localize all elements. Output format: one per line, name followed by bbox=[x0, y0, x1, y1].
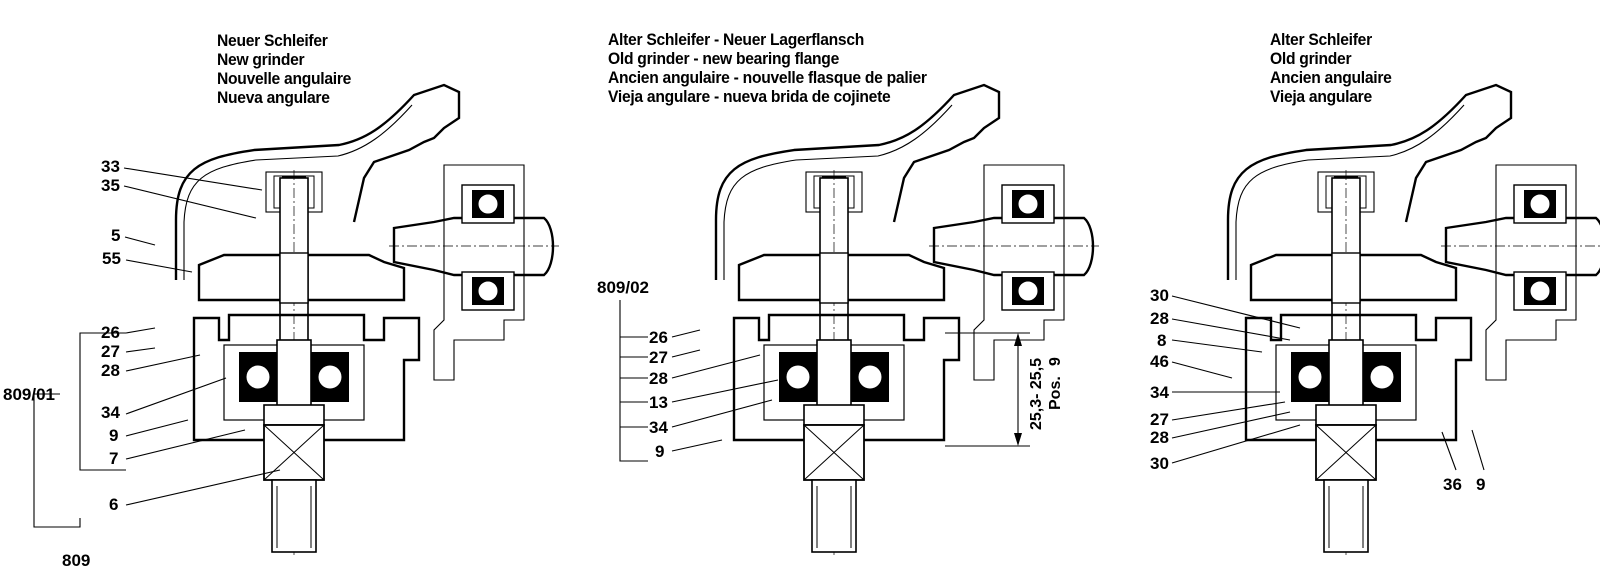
callout: 8 bbox=[1157, 331, 1166, 350]
callout: 5 bbox=[111, 226, 120, 245]
leaders-new-grinder bbox=[33, 167, 281, 528]
heading-line: Ancien angulaire bbox=[1270, 68, 1392, 87]
callout-kit: 809/02 bbox=[597, 278, 649, 297]
callout: 33 bbox=[101, 157, 120, 176]
callout: 26 bbox=[649, 328, 668, 347]
callout: 34 bbox=[101, 403, 120, 422]
callout: 9 bbox=[1476, 475, 1485, 494]
callout: 28 bbox=[1150, 428, 1169, 447]
callouts-old-grinder: 30 28 8 46 34 27 28 30 36 9 bbox=[1150, 286, 1485, 494]
heading-line: Nueva angulare bbox=[217, 88, 330, 107]
heading-old-grinder: Alter Schleifer Old grinder Ancien angul… bbox=[1270, 30, 1392, 106]
heading-line: Alter Schleifer bbox=[1270, 30, 1372, 49]
dimension-pos-prefix: Pos. bbox=[1047, 376, 1064, 410]
callout: 36 bbox=[1443, 475, 1462, 494]
callout: 27 bbox=[649, 348, 668, 367]
callout: 46 bbox=[1150, 352, 1169, 371]
callout: 9 bbox=[109, 426, 118, 445]
callout: 30 bbox=[1150, 454, 1169, 473]
callout: 55 bbox=[102, 249, 121, 268]
callout: 28 bbox=[101, 361, 120, 380]
heading-line: Vieja angulare - nueva brida de cojinete bbox=[608, 87, 891, 106]
callout: 13 bbox=[649, 393, 668, 412]
callout: 9 bbox=[655, 442, 664, 461]
callout: 28 bbox=[649, 369, 668, 388]
assembly-new-grinder bbox=[174, 83, 561, 557]
heading-new-grinder: Neuer Schleifer New grinder Nouvelle ang… bbox=[217, 31, 351, 107]
callout: 27 bbox=[101, 342, 120, 361]
callout: 35 bbox=[101, 176, 120, 195]
dimension-value: 25,3- 25,5 bbox=[1028, 358, 1045, 430]
callout: 26 bbox=[101, 323, 120, 342]
assembly-old-grinder-new-flange bbox=[714, 83, 1101, 557]
callout: 34 bbox=[649, 418, 668, 437]
callout-kit: 809 bbox=[62, 551, 90, 570]
heading-line: Nouvelle angulaire bbox=[217, 69, 352, 88]
callout: 28 bbox=[1150, 309, 1169, 328]
heading-line: Old grinder bbox=[1270, 49, 1352, 68]
leaders-old-grinder bbox=[1171, 295, 1485, 471]
leaders-old-grinder-new-flange bbox=[619, 300, 1030, 462]
callout: 30 bbox=[1150, 286, 1169, 305]
callout: 34 bbox=[1150, 383, 1169, 402]
heading-line: Vieja angulare bbox=[1270, 87, 1372, 106]
dimension-pos-value: 9 bbox=[1047, 357, 1064, 366]
heading-line: Ancien angulaire - nouvelle flasque de p… bbox=[608, 68, 927, 87]
callout: 6 bbox=[109, 495, 118, 514]
callouts-new-grinder: 33 35 5 55 26 27 28 809/01 34 9 7 6 809 bbox=[3, 157, 121, 570]
callouts-old-grinder-new-flange: 809/02 26 27 28 13 34 9 25,3- 25,5 Pos. … bbox=[597, 278, 1064, 461]
heading-line: New grinder bbox=[217, 50, 305, 69]
callout: 27 bbox=[1150, 410, 1169, 429]
heading-line: Alter Schleifer - Neuer Lagerflansch bbox=[608, 30, 865, 49]
callout-kit: 809/01 bbox=[3, 385, 55, 404]
heading-line: Old grinder - new bearing flange bbox=[608, 49, 840, 68]
assembly-old-grinder bbox=[1226, 83, 1600, 557]
heading-line: Neuer Schleifer bbox=[217, 31, 328, 50]
callout: 7 bbox=[109, 449, 118, 468]
heading-old-grinder-new-flange: Alter Schleifer - Neuer Lagerflansch Old… bbox=[608, 30, 927, 106]
